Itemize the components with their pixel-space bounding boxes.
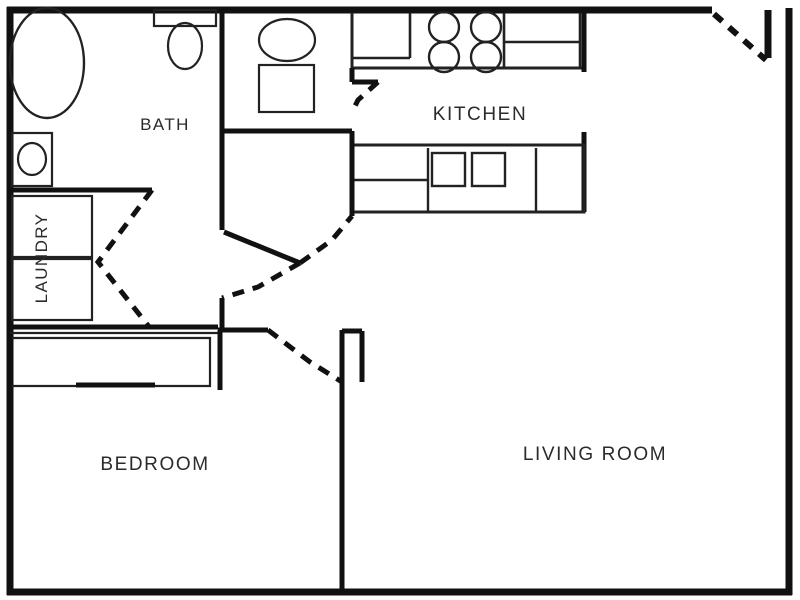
room-label-kitchen: KITCHEN [433,104,528,125]
lower-counter-outline [352,143,586,214]
secondary-sink-icon [257,17,317,63]
room-label-living-room: LIVING ROOM [523,444,667,465]
laundry-door-swing-arc [94,188,154,330]
room-label-bedroom: BEDROOM [100,454,209,475]
bathtub-icon [8,6,86,120]
toilet-icon [152,8,218,71]
kitchen-sink-basin-2 [470,151,507,188]
dryer-icon [10,257,94,322]
kitchen-door[interactable] [349,80,380,114]
room-label-laundry: LAUNDRY [32,213,51,304]
vanity-sink-icon [10,131,54,188]
kitchen-sink-basin-1 [430,151,467,188]
outer-walls [6,6,793,596]
bedroom-door-swing-arc [266,328,344,385]
laundry-appliances [10,194,94,322]
stove-icon [427,10,503,74]
bathroom-door-panel [223,229,301,266]
laundry-door[interactable] [94,188,154,330]
bedroom-closet [10,331,218,388]
room-label-bath: BATH [140,115,190,134]
hallway-door[interactable] [219,260,302,328]
bedroom-living-divider [217,327,365,592]
stove-burner-3 [427,40,461,74]
interior-walls-bath [10,10,352,330]
bedroom-door[interactable] [266,328,344,385]
water-heater-icon [257,63,316,114]
stove-burner-4 [469,40,503,74]
kitchen-door-swing-arc [349,80,380,114]
washer-icon [10,194,94,259]
hallway-door-swing-arc [221,260,302,301]
utility-fixtures [257,17,317,114]
lower-counter [352,143,586,214]
